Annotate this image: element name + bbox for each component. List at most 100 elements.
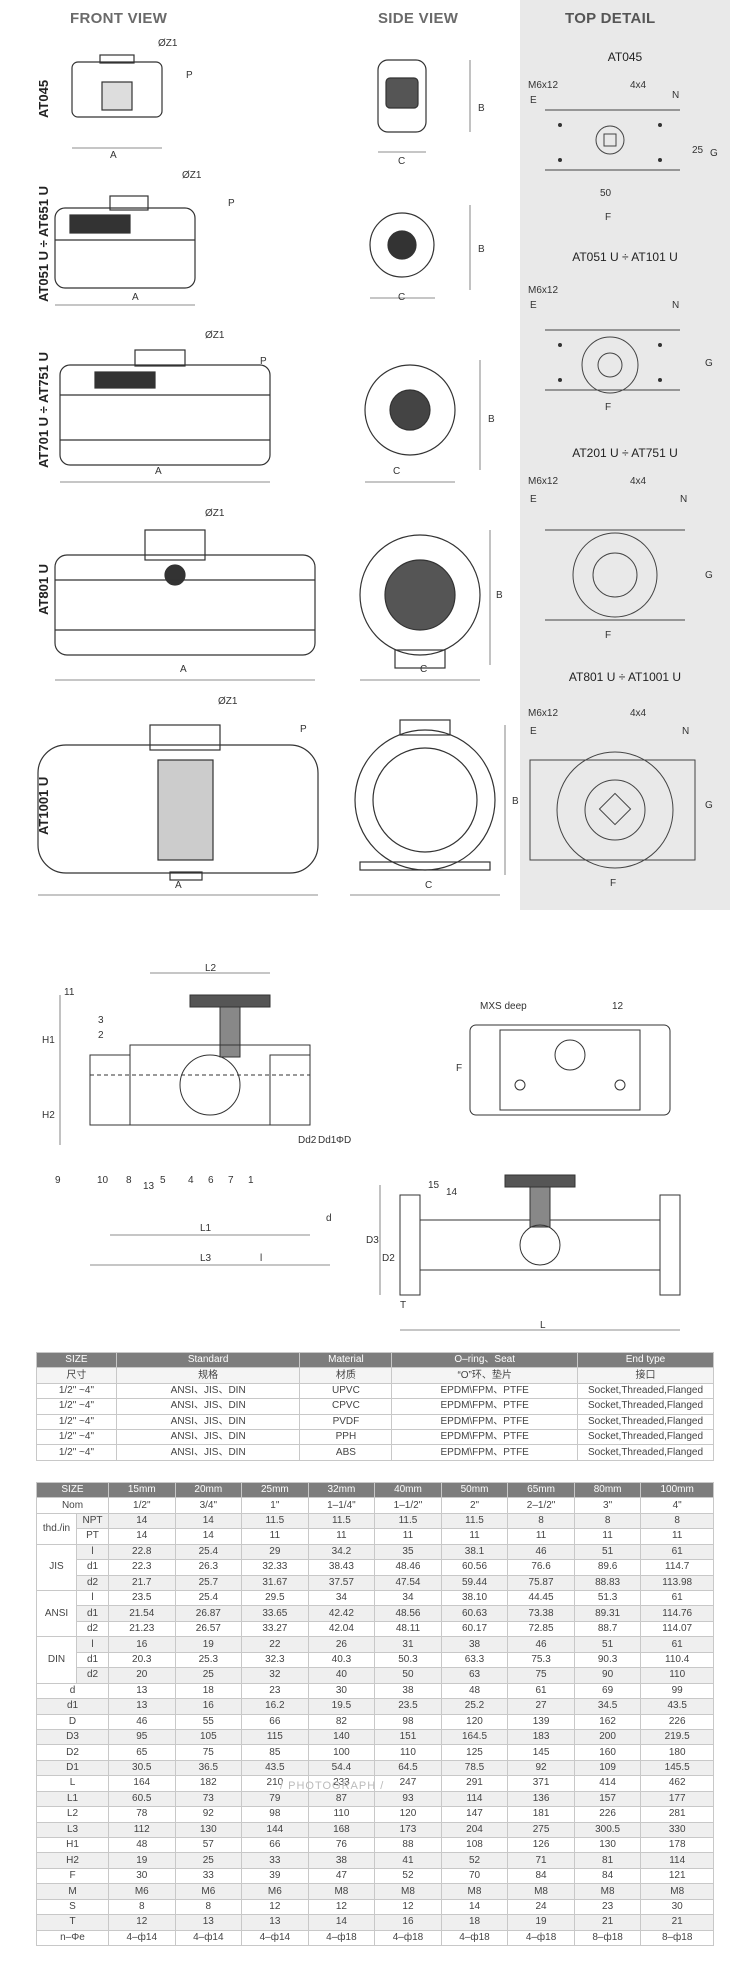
- dim-b: B: [496, 590, 503, 601]
- dimensions-cell: 114: [440, 1790, 509, 1808]
- dimensions-cell: 38: [374, 1682, 442, 1700]
- dimensions-row-label: d1: [36, 1698, 109, 1715]
- dimensions-cell: 76.6: [507, 1559, 575, 1576]
- dim-m6x12: M6x12: [528, 285, 559, 296]
- dimensions-group-label: DIN: [36, 1636, 77, 1684]
- dimensions-cell: 32.33: [241, 1559, 309, 1576]
- dimensions-cell: 22.3: [108, 1559, 176, 1576]
- callout-10: 10: [97, 1175, 109, 1186]
- dimensions-cell: 66: [241, 1837, 309, 1854]
- dim-g: G: [705, 358, 713, 369]
- dimensions-sub-label: NPT: [76, 1512, 109, 1530]
- dimensions-cell: 72.85: [507, 1620, 575, 1638]
- dimensions-cell: 85: [241, 1744, 309, 1761]
- dimensions-cell: 27: [507, 1698, 575, 1715]
- watermark: / PHOTOGRAPH /: [280, 1780, 385, 1792]
- dimensions-cell: 18: [174, 1682, 243, 1700]
- dimensions-cell: 16: [374, 1914, 442, 1931]
- callout-9: 9: [55, 1175, 61, 1186]
- dimensions-cell: 2–1/2": [507, 1497, 575, 1514]
- dimensions-cell: 105: [174, 1728, 243, 1746]
- valve-dim-f: F: [456, 1063, 463, 1074]
- dim-p: P: [300, 724, 307, 735]
- dimensions-cell: 100: [307, 1744, 376, 1761]
- dimensions-row-label: L3: [36, 1821, 109, 1839]
- dimensions-cell: 90.3: [573, 1651, 642, 1669]
- dimensions-cell: 8: [174, 1898, 243, 1916]
- dimensions-cell: 291: [440, 1775, 509, 1792]
- dimensions-cell: 8–ф18: [573, 1929, 642, 1947]
- dim-b: B: [512, 796, 519, 807]
- dimensions-cell: 36.5: [174, 1759, 243, 1777]
- dimensions-cell: 13: [108, 1698, 176, 1715]
- dimensions-header-cell: 32mm: [307, 1481, 376, 1499]
- dimensions-cell: 99: [640, 1682, 714, 1700]
- dimensions-cell: 66: [241, 1713, 309, 1730]
- dimensions-cell: M8: [440, 1883, 509, 1900]
- dimensions-cell: 108: [440, 1837, 509, 1854]
- dimensions-cell: 4–ф14: [241, 1929, 309, 1947]
- dim-f: F: [605, 212, 612, 223]
- dimensions-cell: 19: [507, 1914, 575, 1931]
- dimensions-cell: 33: [241, 1852, 309, 1869]
- dimensions-cell: 32.3: [241, 1651, 309, 1669]
- dim-c: C: [398, 156, 406, 167]
- actuator-front-and-side-drawings: [37, 54, 506, 896]
- dimensions-cell: 25: [174, 1852, 243, 1869]
- dimensions-cell: 12: [374, 1898, 442, 1916]
- dimensions-cell: 34: [374, 1590, 442, 1607]
- dimensions-cell: 13: [174, 1914, 243, 1931]
- materials-header-oring: O–ring、Seat: [391, 1351, 579, 1369]
- valve-dim-l: L: [540, 1320, 546, 1331]
- dimensions-cell: 1–1/2": [374, 1497, 442, 1514]
- materials-cell: ABS: [299, 1444, 393, 1461]
- dimensions-cell: 14: [108, 1528, 176, 1545]
- dimensions-cell: 16: [174, 1698, 243, 1715]
- dimensions-cell: 60.17: [440, 1620, 509, 1638]
- dimensions-cell: 178: [640, 1837, 714, 1854]
- dim-c: C: [398, 292, 406, 303]
- dimensions-cell: 30: [108, 1867, 176, 1885]
- dimensions-cell: 35: [374, 1543, 442, 1561]
- dimensions-cell: 33.27: [241, 1620, 309, 1638]
- dimensions-cell: 11: [440, 1528, 509, 1545]
- dimensions-cell: 130: [174, 1821, 243, 1839]
- dimensions-header-cell: 15mm: [108, 1481, 176, 1499]
- dimensions-cell: 73.38: [507, 1605, 575, 1622]
- dimensions-cell: 73: [174, 1790, 243, 1808]
- materials-subheader: 材质: [299, 1367, 393, 1384]
- materials-cell: 1/2" ~4": [36, 1382, 117, 1400]
- dimensions-cell: 147: [440, 1806, 509, 1823]
- dimensions-cell: 48.46: [374, 1559, 442, 1576]
- materials-cell: Socket,Threaded,Flanged: [577, 1382, 714, 1400]
- dimensions-cell: 4": [640, 1497, 714, 1514]
- dimensions-cell: M6: [174, 1883, 243, 1900]
- materials-subheader: “O”环、垫片: [391, 1367, 579, 1384]
- dimensions-cell: 30.5: [108, 1759, 176, 1777]
- dimensions-cell: 26: [307, 1636, 376, 1653]
- dimensions-cell: 22: [241, 1636, 309, 1653]
- dimensions-cell: 21: [640, 1914, 714, 1931]
- valve-dim-d1: Dd1: [318, 1135, 337, 1146]
- dimensions-sub-label: l: [76, 1543, 109, 1561]
- dimensions-cell: 121: [640, 1867, 714, 1885]
- valve-dim-l-small: l: [260, 1253, 263, 1264]
- materials-subheader: 规格: [115, 1367, 301, 1384]
- materials-header-standard: Standard: [115, 1351, 301, 1369]
- dimensions-cell: 25.3: [174, 1651, 243, 1669]
- dimensions-cell: 61: [640, 1590, 714, 1607]
- dimensions-cell: 18: [440, 1914, 509, 1931]
- dim-z1: ØZ1: [218, 696, 238, 707]
- dimensions-cell: 51: [573, 1636, 642, 1653]
- dimensions-cell: 136: [507, 1790, 575, 1808]
- dimensions-cell: 177: [640, 1790, 714, 1808]
